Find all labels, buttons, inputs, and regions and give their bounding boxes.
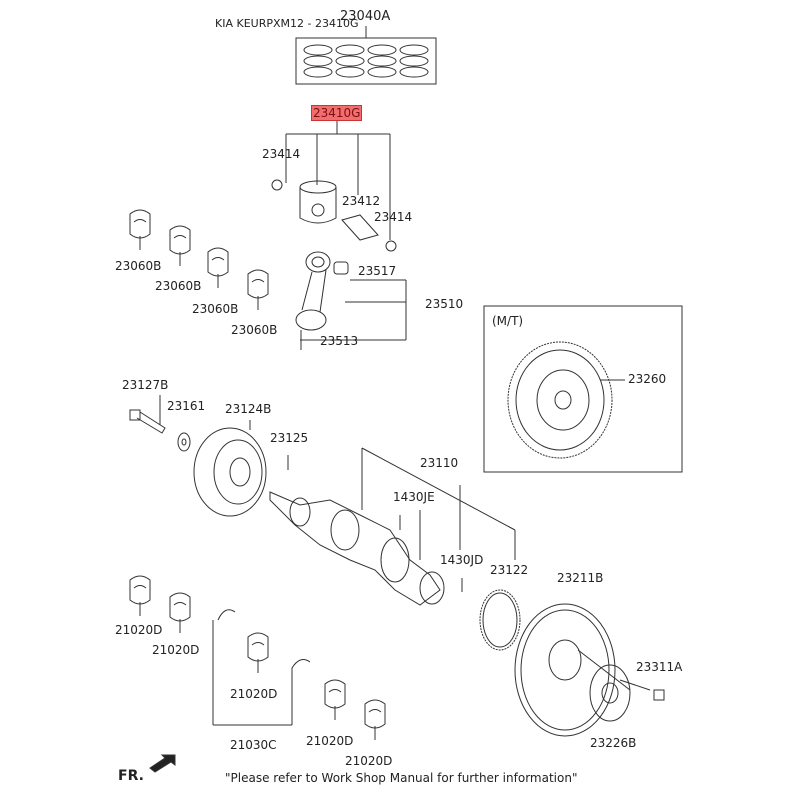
- piston-ring: [303, 66, 333, 78]
- bearing-shell: [324, 679, 346, 709]
- part-label[interactable]: 23040A: [340, 9, 391, 24]
- bearing-shell: [169, 592, 191, 622]
- part-label[interactable]: (M/T): [492, 314, 524, 328]
- crank-pulley[interactable]: [193, 420, 267, 517]
- part-label[interactable]: 23127B: [122, 378, 169, 392]
- bearing-shell: [169, 225, 191, 255]
- part-label[interactable]: 1430JD: [440, 553, 484, 567]
- part-label[interactable]: 21020D: [306, 734, 354, 748]
- part-label[interactable]: 23124B: [225, 402, 272, 416]
- crank-bolt[interactable]: [129, 395, 166, 434]
- part-label[interactable]: 23260: [628, 372, 667, 386]
- piston-ring: [303, 55, 333, 67]
- piston[interactable]: [271, 179, 397, 252]
- bearing-shell: [207, 247, 229, 277]
- front-direction-label: FR.: [118, 768, 144, 784]
- flywheel-bolt[interactable]: [653, 689, 665, 701]
- part-label[interactable]: 21020D: [345, 754, 393, 768]
- piston-ring: [367, 44, 397, 56]
- bearing-shell: [247, 632, 269, 662]
- part-label[interactable]: 1430JE: [393, 490, 435, 504]
- part-label[interactable]: 23161: [167, 399, 206, 413]
- diagram-title: KIA KEURPXM12 - 23410G: [215, 17, 359, 30]
- thrust-washers[interactable]: [217, 609, 311, 669]
- connecting-rod[interactable]: [295, 251, 349, 350]
- piston-ring-set[interactable]: [295, 26, 437, 85]
- part-label[interactable]: 23226B: [590, 736, 637, 750]
- crankshaft[interactable]: [269, 455, 463, 606]
- part-label[interactable]: 23414: [374, 210, 413, 224]
- part-label[interactable]: 23125: [270, 431, 309, 445]
- bearing-shell: [364, 699, 386, 729]
- workshop-manual-note: "Please refer to Work Shop Manual for fu…: [225, 771, 578, 785]
- part-label[interactable]: 23311A: [636, 660, 683, 674]
- part-label[interactable]: 23060B: [115, 259, 162, 273]
- part-label[interactable]: 23513: [320, 334, 359, 348]
- part-label[interactable]: 23110: [420, 456, 459, 470]
- leader-lines: [212, 120, 651, 726]
- piston-ring: [335, 66, 365, 78]
- part-label[interactable]: 23122: [490, 563, 529, 577]
- bearing-shell: [247, 269, 269, 299]
- part-label[interactable]: 23412: [342, 194, 381, 208]
- piston-ring: [399, 44, 429, 56]
- part-label[interactable]: 23517: [358, 264, 397, 278]
- piston-ring: [335, 55, 365, 67]
- part-label-selected[interactable]: 23410G: [311, 105, 363, 121]
- part-label[interactable]: 21020D: [115, 623, 163, 637]
- piston-ring: [399, 66, 429, 78]
- washer[interactable]: [177, 432, 191, 452]
- flywheel-assembly[interactable]: [483, 305, 683, 473]
- bearing-shell: [129, 575, 151, 605]
- part-label[interactable]: 23414: [262, 147, 301, 161]
- piston-ring: [335, 44, 365, 56]
- piston-ring: [367, 55, 397, 67]
- part-label[interactable]: 23060B: [231, 323, 278, 337]
- part-label[interactable]: 23060B: [192, 302, 239, 316]
- part-label[interactable]: 23211B: [557, 571, 604, 585]
- piston-ring: [303, 44, 333, 56]
- part-label[interactable]: 23060B: [155, 279, 202, 293]
- adapter-plate[interactable]: [589, 664, 631, 722]
- part-label[interactable]: 21030C: [230, 738, 277, 752]
- drive-plate[interactable]: [514, 603, 616, 737]
- part-label[interactable]: 21020D: [230, 687, 278, 701]
- front-arrow-icon: [149, 754, 176, 773]
- bearing-shell: [129, 209, 151, 239]
- piston-ring: [367, 66, 397, 78]
- piston-ring: [399, 55, 429, 67]
- bearing-shells[interactable]: [129, 209, 386, 740]
- reluctor-ring[interactable]: [479, 589, 521, 651]
- part-label[interactable]: 23510: [425, 297, 464, 311]
- part-label[interactable]: 21020D: [152, 643, 200, 657]
